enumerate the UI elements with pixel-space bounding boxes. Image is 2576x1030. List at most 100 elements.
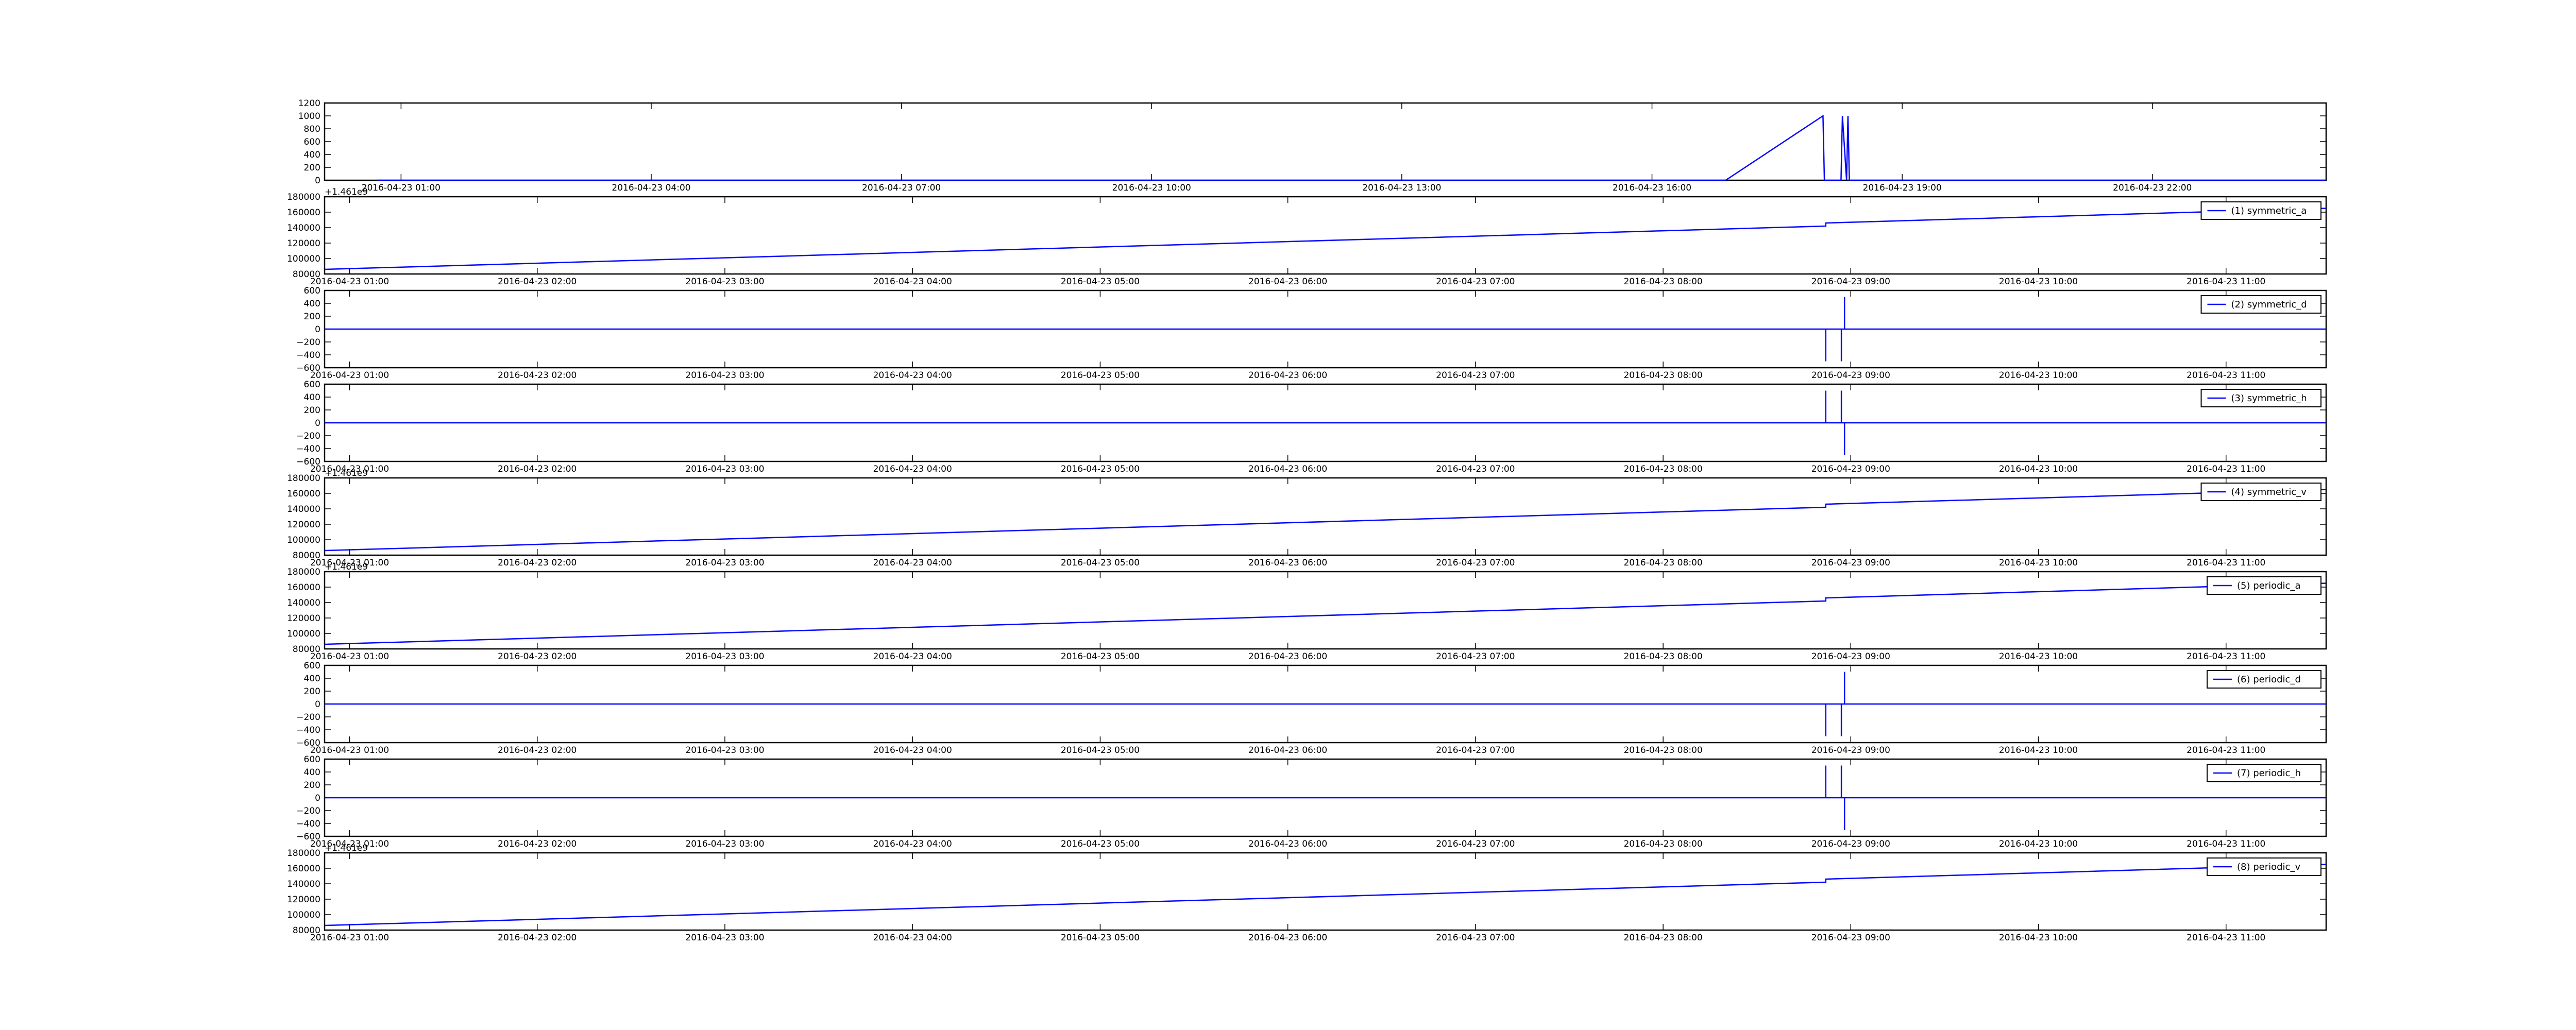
x-tick-label: 2016-04-23 11:00: [2187, 651, 2265, 662]
x-tick-label: 2016-04-23 03:00: [685, 370, 764, 381]
legend-label: (4) symmetric_v: [2231, 487, 2307, 497]
y-tick-label: 80000: [293, 925, 320, 936]
x-tick-label: 2016-04-23 03:00: [685, 839, 764, 849]
x-tick-label: 2016-04-23 04:00: [873, 464, 952, 474]
x-tick-label: 2016-04-23 09:00: [1811, 839, 1890, 849]
y-tick-label: 600: [304, 754, 320, 765]
series-line: [324, 864, 2327, 926]
y-tick-label: 1000: [298, 111, 320, 122]
x-tick-label: 2016-04-23 01:00: [310, 277, 389, 287]
x-tick-label: 2016-04-23 01:00: [310, 464, 389, 474]
x-tick-label: 2016-04-23 01:00: [310, 558, 389, 568]
y-tick-label: 200: [304, 686, 320, 697]
x-tick-label: 2016-04-23 09:00: [1811, 651, 1890, 662]
x-tick-label: 2016-04-23 08:00: [1623, 839, 1702, 849]
y-tick-label: 180000: [287, 473, 320, 484]
x-tick-label: 2016-04-23 10:00: [1999, 933, 2078, 943]
x-tick-label: 2016-04-23 02:00: [498, 464, 577, 474]
x-tick-label: 2016-04-23 07:00: [1436, 839, 1515, 849]
axes-frame: [324, 196, 2327, 275]
legend-label: (8) periodic_v: [2237, 862, 2300, 872]
y-tick-label: 160000: [287, 208, 320, 218]
x-tick-label: 2016-04-23 04:00: [873, 745, 952, 756]
y-tick-label: 140000: [287, 879, 320, 889]
y-tick-label: −600: [296, 832, 320, 842]
x-tick-label: 2016-04-23 07:00: [1436, 370, 1515, 381]
legend-label: (7) periodic_h: [2237, 768, 2301, 779]
x-tick-label: 2016-04-23 08:00: [1623, 651, 1702, 662]
x-tick-label: 2016-04-23 11:00: [2187, 745, 2265, 756]
y-tick-label: 0: [315, 793, 320, 803]
x-tick-label: 2016-04-23 02:00: [498, 933, 577, 943]
series-line: [377, 114, 2326, 181]
y-tick-label: 600: [304, 661, 320, 671]
legend-label: (5) periodic_a: [2237, 580, 2301, 591]
x-tick-label: 2016-04-23 09:00: [1811, 558, 1890, 568]
x-tick-label: 2016-04-23 09:00: [1811, 370, 1890, 381]
x-tick-label: 2016-04-23 10:00: [1999, 277, 2078, 287]
x-tick-label: 2016-04-23 08:00: [1623, 558, 1702, 568]
y-tick-label: 160000: [287, 864, 320, 874]
x-tick-label: 2016-04-23 09:00: [1811, 277, 1890, 287]
y-tick-label: −200: [296, 337, 320, 348]
x-tick-label: 2016-04-23 07:00: [1436, 933, 1515, 943]
legend: (1) symmetric_a: [2200, 201, 2321, 220]
x-tick-label: 2016-04-23 10:00: [1999, 839, 2078, 849]
x-tick-label: 2016-04-23 03:00: [685, 933, 764, 943]
legend: (2) symmetric_d: [2200, 295, 2321, 314]
y-tick-label: 80000: [293, 644, 320, 655]
legend-label: (3) symmetric_h: [2231, 393, 2307, 404]
x-tick-label: 2016-04-23 02:00: [498, 277, 577, 287]
x-tick-label: 2016-04-23 05:00: [1061, 651, 1140, 662]
y-tick-label: 0: [315, 176, 320, 186]
y-tick-label: −400: [296, 350, 320, 360]
y-tick-label: 160000: [287, 582, 320, 593]
legend-label: (6) periodic_d: [2237, 674, 2301, 685]
y-tick-label: −400: [296, 819, 320, 829]
subplot-1: 800001000001200001400001600001800002016-…: [287, 187, 2327, 287]
y-tick-label: 200: [304, 405, 320, 416]
series-line: [324, 582, 2327, 645]
x-tick-label: 2016-04-23 01:00: [310, 839, 389, 849]
x-tick-label: 2016-04-23 10:00: [1999, 370, 2078, 381]
x-tick-label: 2016-04-23 02:00: [498, 839, 577, 849]
y-tick-label: 200: [304, 163, 320, 173]
y-tick-label: 80000: [293, 551, 320, 561]
x-tick-label: 2016-04-23 06:00: [1248, 933, 1327, 943]
x-tick-label: 2016-04-23 03:00: [685, 558, 764, 568]
x-tick-label: 2016-04-23 03:00: [685, 464, 764, 474]
subplot-5: 800001000001200001400001600001800002016-…: [287, 562, 2327, 662]
y-tick-label: −600: [296, 363, 320, 373]
x-tick-label: 2016-04-23 04:00: [873, 277, 952, 287]
legend-label: (2) symmetric_d: [2231, 299, 2307, 310]
x-tick-label: 2016-04-23 01:00: [310, 745, 389, 756]
x-tick-label: 2016-04-23 05:00: [1061, 839, 1140, 849]
x-tick-label: 2016-04-23 06:00: [1248, 651, 1327, 662]
y-tick-label: 400: [304, 299, 320, 309]
y-tick-label: 100000: [287, 254, 320, 264]
y-tick-label: 400: [304, 392, 320, 403]
x-tick-label: 2016-04-23 11:00: [2187, 933, 2265, 943]
axis-offset-label: +1.461e9: [325, 562, 368, 572]
x-tick-label: 2016-04-23 22:00: [2113, 183, 2192, 193]
series-line: [325, 672, 2326, 736]
axes-frame: [324, 852, 2327, 931]
y-tick-label: 0: [315, 699, 320, 710]
x-tick-label: 2016-04-23 07:00: [1436, 277, 1515, 287]
y-tick-label: 120000: [287, 895, 320, 905]
x-tick-label: 2016-04-23 08:00: [1623, 745, 1702, 756]
series-line: [325, 390, 2326, 455]
x-tick-label: 2016-04-23 02:00: [498, 745, 577, 756]
x-tick-label: 2016-04-23 07:00: [1436, 745, 1515, 756]
legend: (6) periodic_d: [2207, 670, 2321, 689]
y-tick-label: −200: [296, 806, 320, 816]
subplot-8: 800001000001200001400001600001800002016-…: [287, 843, 2327, 943]
x-tick-label: 2016-04-23 11:00: [2187, 558, 2265, 568]
x-tick-label: 2016-04-23 03:00: [685, 745, 764, 756]
x-tick-label: 2016-04-23 04:00: [612, 183, 690, 193]
x-tick-label: 2016-04-23 05:00: [1061, 558, 1140, 568]
